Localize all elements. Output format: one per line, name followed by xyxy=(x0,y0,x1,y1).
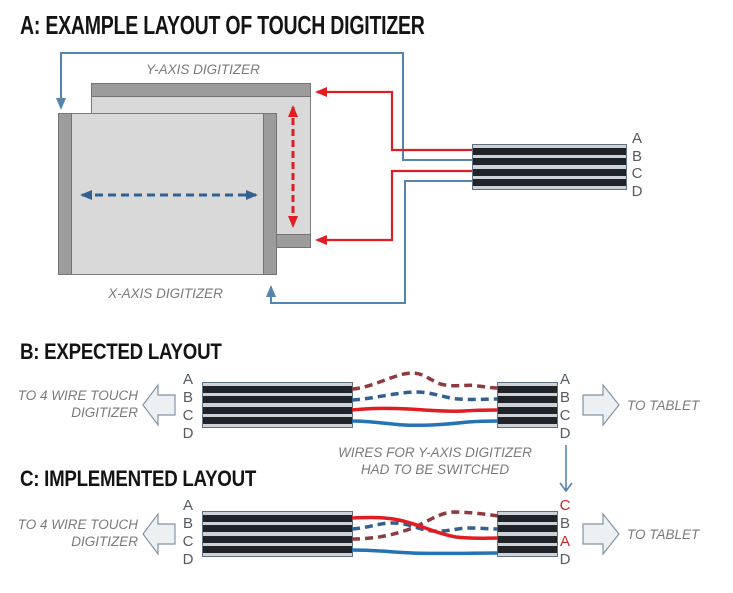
pin-label-d: D xyxy=(182,551,194,568)
left-block-arrow-shape xyxy=(142,383,176,427)
x-digitizer-panel xyxy=(58,113,277,275)
ribbon-stripe xyxy=(203,515,352,523)
wire-c-to-bottom-electrode xyxy=(315,169,472,245)
y-digitizer-top-electrode xyxy=(91,83,311,97)
pin-label-d: D xyxy=(631,183,643,200)
wire-b-steel-dashed-b xyxy=(351,390,499,402)
to-tablet-label-c: TO TABLET xyxy=(627,527,700,542)
wire-crossing-darkred-dashed-c xyxy=(351,510,499,541)
wire-a-darkred-dashed-b xyxy=(351,371,499,391)
pin-label-c: C xyxy=(182,533,194,550)
to-digitizer-arrow-c xyxy=(142,512,176,556)
ribbon-stripe xyxy=(498,535,557,543)
ribbon-stripe xyxy=(203,545,352,553)
ribbon-stripe xyxy=(498,396,557,404)
to-tablet-arrow-b xyxy=(582,383,620,427)
ribbon-cable-b-right xyxy=(497,382,558,428)
pin-label-a: A xyxy=(559,371,570,388)
pin-label-b: B xyxy=(182,389,193,406)
switched-note-line2: HAD TO BE SWITCHED xyxy=(360,462,510,477)
ribbon-stripe xyxy=(203,535,352,543)
to-tablet-arrow-c xyxy=(582,512,620,556)
ribbon-stripe xyxy=(203,525,352,533)
ribbon-stripe xyxy=(473,158,626,166)
wire-d-blue-b xyxy=(351,419,499,428)
y-axis-digitizer-label: Y-AXIS DIGITIZER xyxy=(146,62,260,77)
to-digitizer-label-b: TO 4 WIRE TOUCH DIGITIZER xyxy=(8,387,138,421)
ribbon-stripe xyxy=(203,416,352,424)
ribbon-stripe xyxy=(498,545,557,553)
ribbon-stripe xyxy=(498,515,557,523)
section-b-title: B: EXPECTED LAYOUT xyxy=(20,339,222,364)
to-digitizer-line1: TO 4 WIRE TOUCH xyxy=(17,517,138,532)
ribbon-cable-c-right xyxy=(497,511,558,557)
ribbon-stripe xyxy=(473,168,626,176)
right-block-arrow-shape xyxy=(582,383,620,427)
x-digitizer-right-electrode xyxy=(263,113,277,275)
ribbon-cable-c-left xyxy=(202,511,353,557)
to-digitizer-line2: DIGITIZER xyxy=(71,405,138,420)
wire-d-blue-c xyxy=(351,548,499,556)
wire-c-red-b xyxy=(351,406,499,413)
wire-b-steel-dashed-c xyxy=(351,521,499,533)
switched-pointer-arrow xyxy=(559,445,573,493)
ribbon-stripe xyxy=(498,525,557,533)
ribbon-stripe xyxy=(203,396,352,404)
pin-label-a: A xyxy=(182,497,193,514)
pin-label-c-switched: C xyxy=(559,497,571,514)
pin-label-b: B xyxy=(631,148,642,165)
pin-label-c: C xyxy=(631,165,643,182)
x-digitizer-left-electrode xyxy=(58,113,72,275)
pin-label-b: B xyxy=(559,389,570,406)
ribbon-stripe xyxy=(203,386,352,394)
to-tablet-label-b: TO TABLET xyxy=(627,398,700,413)
to-digitizer-line2: DIGITIZER xyxy=(71,534,138,549)
section-a-title: A: EXAMPLE LAYOUT OF TOUCH DIGITIZER xyxy=(20,10,425,40)
switched-note: WIRES FOR Y-AXIS DIGITIZER HAD TO BE SWI… xyxy=(325,444,545,478)
to-digitizer-line1: TO 4 WIRE TOUCH xyxy=(17,388,138,403)
pin-label-c: C xyxy=(182,407,194,424)
x-axis-digitizer-label: X-AXIS DIGITIZER xyxy=(108,286,223,301)
ribbon-stripe xyxy=(473,148,626,156)
pin-label-d: D xyxy=(559,425,571,442)
wire-a-to-top-electrode xyxy=(315,87,472,152)
pin-label-a-switched: A xyxy=(559,533,570,550)
pin-label-b: B xyxy=(559,515,570,532)
ribbon-cable-b-left xyxy=(202,382,353,428)
ribbon-stripe xyxy=(203,406,352,414)
pin-label-d: D xyxy=(559,551,571,568)
to-digitizer-arrow-b xyxy=(142,383,176,427)
ribbon-stripe xyxy=(498,416,557,424)
ribbon-stripe xyxy=(498,406,557,414)
right-block-arrow-shape xyxy=(582,512,620,556)
switched-note-line1: WIRES FOR Y-AXIS DIGITIZER xyxy=(338,445,532,460)
wire-crossing-red-c xyxy=(351,515,499,540)
pin-label-a: A xyxy=(182,371,193,388)
pin-label-d: D xyxy=(182,425,194,442)
to-digitizer-label-c: TO 4 WIRE TOUCH DIGITIZER xyxy=(8,516,138,550)
ribbon-stripe xyxy=(498,386,557,394)
pin-label-c: C xyxy=(559,407,571,424)
ribbon-cable-a xyxy=(472,144,627,190)
section-c-title: C: IMPLEMENTED LAYOUT xyxy=(20,466,257,491)
pin-label-b: B xyxy=(182,515,193,532)
ribbon-stripe xyxy=(473,178,626,186)
pin-label-a: A xyxy=(631,130,642,147)
left-block-arrow-shape xyxy=(142,512,176,556)
